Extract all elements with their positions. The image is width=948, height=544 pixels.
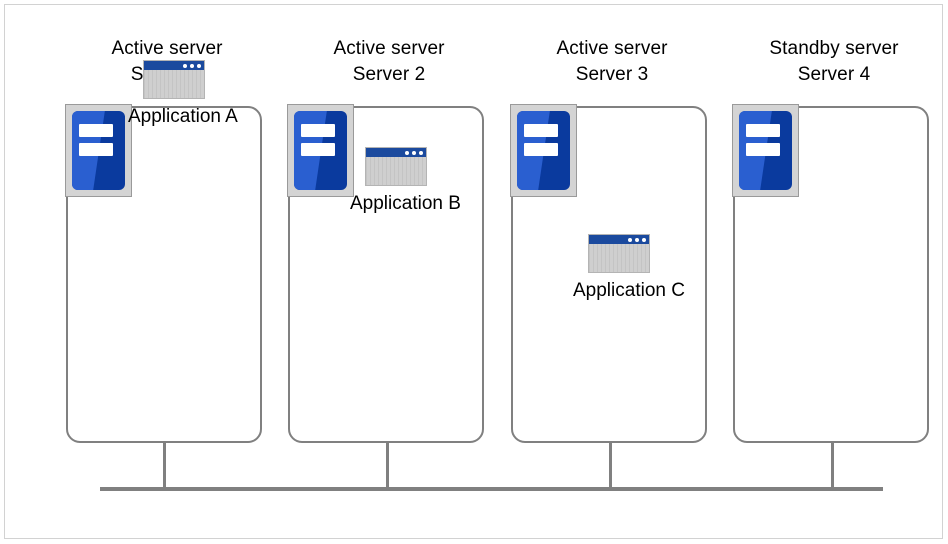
server-icon-slot-bottom-2: [301, 142, 336, 156]
server-icon-slot-top-1: [79, 124, 114, 138]
server-icon-4: [732, 104, 799, 197]
server-icon-body-3: [517, 111, 570, 190]
server-role-label-2: Active server: [333, 38, 445, 59]
server-icon-slot-top-2: [301, 124, 336, 138]
server-icon-slot-bottom-4: [746, 142, 781, 156]
server-icon-slot-bottom-3: [524, 142, 559, 156]
server-icon-slot-top-3: [524, 124, 559, 138]
application-titlebar-b: [366, 148, 426, 157]
server-name-label-3: Server 3: [575, 64, 649, 85]
application-label-b: Application B: [350, 193, 461, 214]
server-icon-body-4: [739, 111, 792, 190]
application-b[interactable]: Application B: [350, 147, 461, 216]
application-window-buttons-b: [405, 150, 423, 155]
server-role-label-4: Standby server: [769, 38, 899, 59]
network-drop-line-4: [831, 443, 834, 489]
application-titlebar-a: [144, 61, 204, 70]
server-caption-2: Active server Server 2: [275, 36, 503, 88]
server-icon-body-1: [72, 111, 125, 190]
server-role-label-3: Active server: [556, 38, 668, 59]
application-window-buttons-c: [628, 237, 646, 242]
application-label-a: Application A: [128, 106, 238, 127]
server-icon-slot-top-4: [746, 124, 781, 138]
network-drop-line-3: [609, 443, 612, 489]
network-drop-line-2: [386, 443, 389, 489]
server-name-label-4: Server 4: [797, 64, 871, 85]
server-column-4: Standby server Server 4: [720, 0, 948, 544]
application-window-icon-a: [143, 60, 205, 99]
network-drop-line-1: [163, 443, 166, 489]
server-role-label-1: Active server: [111, 38, 223, 59]
application-titlebar-c: [589, 235, 649, 244]
server-icon-slot-bottom-1: [79, 142, 114, 156]
application-c[interactable]: Application C: [573, 234, 685, 303]
application-label-c: Application C: [573, 280, 685, 301]
server-icon-body-2: [294, 111, 347, 190]
server-icon-1: [65, 104, 132, 197]
server-icon-2: [287, 104, 354, 197]
application-window-icon-b: [365, 147, 427, 186]
server-caption-4: Standby server Server 4: [720, 36, 948, 88]
application-a[interactable]: Application A: [128, 60, 238, 129]
application-window-icon-c: [588, 234, 650, 273]
application-window-buttons-a: [183, 63, 201, 68]
server-column-1: Active server Server 1 Application A: [53, 0, 281, 544]
server-caption-3: Active server Server 3: [498, 36, 726, 88]
server-name-label-2: Server 2: [352, 64, 426, 85]
server-column-2: Active server Server 2 Application B: [275, 0, 503, 544]
network-bus-line: [100, 487, 883, 491]
server-icon-3: [510, 104, 577, 197]
server-column-3: Active server Server 3 Application C: [498, 0, 726, 544]
